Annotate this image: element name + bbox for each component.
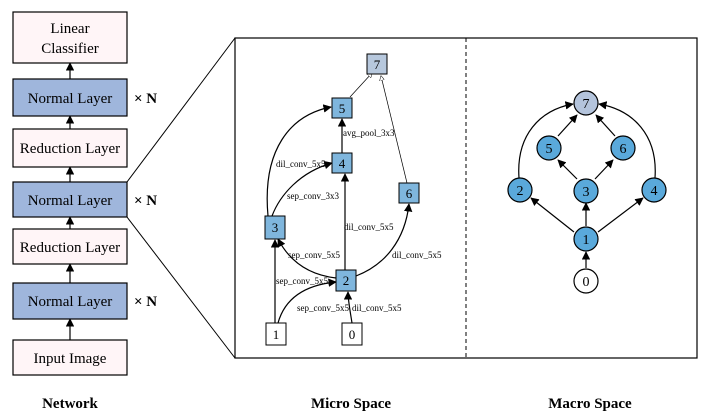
- network-title: Network: [42, 396, 98, 412]
- svg-text:3: 3: [583, 185, 590, 200]
- svg-text:7: 7: [374, 57, 381, 72]
- macro-node: 4: [641, 177, 667, 203]
- macro-node: 6: [610, 135, 636, 161]
- block-label: Normal Layer: [28, 294, 113, 310]
- svg-text:4: 4: [339, 156, 346, 171]
- macro-title: Macro Space: [548, 396, 632, 412]
- edge-label: sep_conv_3x3: [287, 191, 339, 201]
- macro-edge: [597, 197, 644, 233]
- svg-text:2: 2: [343, 273, 350, 288]
- block-label: Reduction Layer: [20, 141, 120, 157]
- repeat-label: × N: [134, 91, 157, 107]
- edge-label: avg_pool_3x3: [343, 128, 395, 138]
- micro-edge: [277, 238, 337, 279]
- block-label: Normal Layer: [28, 91, 113, 107]
- macro-edge: [594, 159, 614, 180]
- macro-edge: [518, 101, 574, 179]
- micro-edge: [343, 291, 353, 324]
- micro-title: Micro Space: [311, 396, 391, 412]
- macro-edge: [595, 114, 616, 137]
- edge-label: sep_conv_5x5: [276, 276, 328, 286]
- micro-node: 7: [366, 53, 388, 75]
- edge-label: dil_conv_5x5: [276, 159, 326, 169]
- macro-node: 2: [507, 177, 533, 203]
- micro-node: 0: [341, 322, 363, 346]
- macro-edge: [598, 101, 656, 179]
- svg-text:4: 4: [651, 184, 658, 199]
- edge-label: dil_conv_5x5: [352, 303, 402, 313]
- svg-text:1: 1: [583, 233, 590, 248]
- network-block: Normal Layer × N: [12, 181, 157, 218]
- micro-edge: [381, 76, 408, 184]
- micro-node: 1: [265, 322, 287, 346]
- micro-edge: [266, 104, 332, 217]
- network-block: Reduction Layer: [12, 228, 128, 265]
- micro-edge: [355, 203, 413, 277]
- micro-node: 2: [335, 269, 357, 292]
- block-label: Input Image: [34, 351, 107, 367]
- svg-text:3: 3: [272, 220, 279, 235]
- macro-node: 5: [536, 135, 562, 161]
- micro-node: 6: [398, 182, 420, 204]
- svg-text:6: 6: [620, 142, 627, 157]
- macro-edge: [530, 197, 575, 233]
- micro-node: 5: [331, 97, 353, 119]
- network-block: Normal Layer × N: [12, 282, 157, 320]
- svg-text:5: 5: [339, 101, 346, 116]
- micro-node: 4: [331, 152, 353, 174]
- svg-text:2: 2: [517, 184, 524, 199]
- block-label-line1: Linear: [50, 21, 89, 37]
- svg-text:6: 6: [406, 186, 413, 201]
- network-panel: Linear Classifier Normal Layer × N Reduc…: [12, 11, 157, 412]
- edge-label: dil_conv_5x5: [392, 250, 442, 260]
- macro-edge: [557, 114, 578, 137]
- network-block: Reduction Layer: [12, 128, 128, 168]
- macro-node: 3: [573, 178, 599, 204]
- micro-edge: [349, 73, 372, 98]
- zoom-line: [126, 37, 236, 183]
- block-label: Reduction Layer: [20, 240, 120, 256]
- macro-space: 7 5 6 2 3 4 1 0: [507, 90, 667, 294]
- svg-text:0: 0: [583, 275, 590, 290]
- svg-text:0: 0: [349, 327, 356, 342]
- block-label: Normal Layer: [28, 193, 113, 209]
- network-block: Input Image: [12, 339, 128, 376]
- svg-text:5: 5: [546, 142, 553, 157]
- edge-label: dil_conv_5x5: [344, 222, 394, 232]
- macro-edge: [557, 159, 578, 180]
- edge-label: sep_conv_5x5: [297, 303, 349, 313]
- macro-node: 7: [573, 90, 599, 116]
- micro-edge: [277, 278, 337, 324]
- svg-text:1: 1: [273, 327, 280, 342]
- zoom-line: [126, 216, 236, 359]
- macro-node: 1: [573, 226, 599, 252]
- repeat-label: × N: [134, 294, 157, 310]
- micro-space: avg_pool_3x3 dil_conv_5x5 sep_conv_3x3 d…: [264, 53, 442, 346]
- macro-node: 0: [573, 268, 599, 294]
- micro-edge: [271, 161, 333, 217]
- repeat-label: × N: [134, 193, 157, 209]
- svg-text:7: 7: [583, 97, 590, 112]
- block-label-line2: Classifier: [41, 41, 99, 57]
- edge-label: sep_conv_5x5: [288, 250, 340, 260]
- micro-node: 3: [264, 215, 286, 240]
- network-block: Normal Layer × N: [12, 78, 157, 117]
- network-block: Linear Classifier: [12, 11, 128, 64]
